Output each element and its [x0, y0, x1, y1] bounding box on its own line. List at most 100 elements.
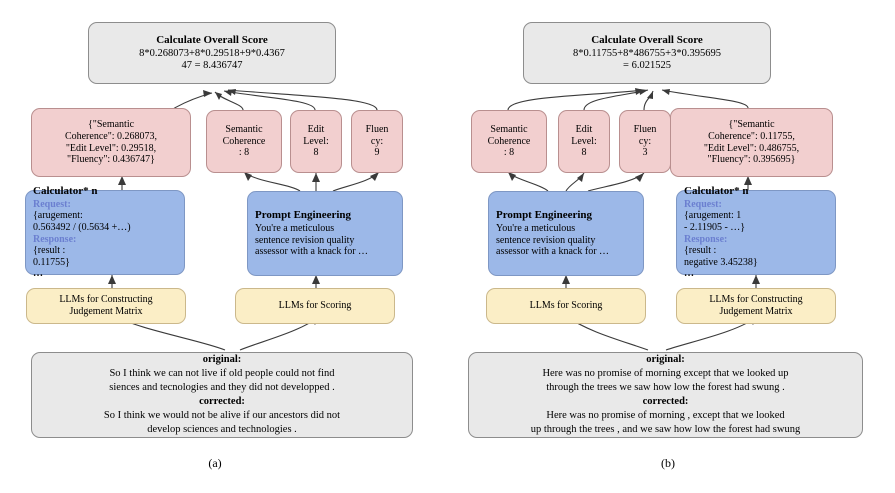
original-text1: Here was no promise of morning except th…	[542, 368, 789, 380]
calculator-response-line: Response: {result :	[684, 234, 831, 257]
request-label: Request:	[33, 198, 71, 210]
original-line1: original: Here was no promise of morning…	[479, 353, 852, 381]
overall-score-line1: 8*0.268073+8*0.29518+9*0.4367	[139, 47, 285, 59]
score-label-line1: Edit	[307, 124, 325, 136]
score-box-semantic-coherence: Semantic Coherence : 8	[206, 110, 282, 173]
prompt-title: Prompt Engineering	[255, 209, 352, 222]
sentence-pair-box: original: So I think we can not live if …	[31, 352, 413, 438]
response-label: Response:	[33, 233, 77, 245]
prompt-engineering-box: Prompt Engineering You're a meticulous s…	[247, 191, 403, 276]
matrix-json-line2: Coherence": 0.268073,	[64, 130, 158, 142]
corrected-line2: develop sciences and technologies .	[147, 423, 297, 435]
calculator-request-line2: - 2.11905 - …}	[684, 221, 746, 233]
llm-scoring-line1: LLMs for Scoring	[278, 300, 352, 312]
response-ellipsis: …	[33, 268, 43, 280]
matrix-json-line1: {"Semantic	[87, 119, 135, 131]
original-label: original:	[646, 354, 685, 366]
calculator-title: Calculator* n	[684, 185, 749, 198]
score-box-edit-level: Edit Level: 8	[290, 110, 342, 173]
llm-matrix-line1: LLMs for Constructing	[59, 294, 153, 306]
score-label-line2: cy:	[370, 135, 384, 147]
request-label: Request:	[684, 198, 722, 210]
score-label-line2: Coherence	[487, 135, 531, 147]
matrix-json-line1: {"Semantic	[728, 119, 775, 131]
llm-matrix-line2: Judgement Matrix	[69, 306, 143, 317]
corrected-line1: corrected: So I think we would not be al…	[42, 395, 402, 423]
overall-score-title: Calculate Overall Score	[591, 33, 703, 46]
response-value: negative 3.45238}	[684, 256, 758, 268]
prompt-line2: sentence revision quality	[255, 234, 355, 246]
llms-scoring-box: LLMs for Scoring	[486, 288, 646, 324]
prompt-title: Prompt Engineering	[496, 209, 593, 222]
score-label-line1: Semantic	[225, 124, 263, 136]
corrected-line1: corrected: Here was no promise of mornin…	[479, 395, 852, 423]
calculator-request-line: Request: {arugement:	[33, 199, 180, 222]
calculator-title: Calculator* n	[33, 185, 98, 198]
llm-scoring-line1: LLMs for Scoring	[529, 300, 603, 312]
matrix-json-line2: Coherence": 0.11755,	[708, 130, 795, 142]
calculator-request-line2: 0.563492 / (0.5634 +…)	[33, 221, 131, 233]
overall-score-line1: 8*0.11755+8*486755+3*0.395695	[573, 47, 721, 59]
response-label: Response:	[684, 233, 728, 245]
llms-scoring-box: LLMs for Scoring	[235, 288, 395, 324]
judgement-matrix-json-box: {"Semantic Coherence": 0.11755, "Edit Le…	[670, 108, 833, 177]
score-value: 9	[374, 147, 380, 159]
response-text: {result :	[684, 245, 717, 257]
llms-constructing-matrix-box: LLMs for Constructing Judgement Matrix	[26, 288, 186, 324]
figure-panel-a: Calculate Overall Score 8*0.268073+8*0.2…	[0, 0, 447, 493]
score-value: 8	[581, 147, 587, 159]
score-value: 8	[313, 147, 319, 159]
overall-score-title: Calculate Overall Score	[156, 33, 268, 46]
calculator-box: Calculator* n Request: {arugement: 0.563…	[25, 185, 185, 279]
calculator-response-line2: 0.11755} …	[33, 257, 180, 280]
prompt-line2: sentence revision quality	[496, 234, 596, 246]
score-box-edit-level: Edit Level: 8	[558, 110, 610, 173]
score-value: : 8	[238, 147, 250, 159]
calculate-overall-score-box: Calculate Overall Score 8*0.11755+8*4867…	[523, 22, 771, 84]
response-value: 0.11755}	[33, 256, 70, 268]
score-label-line1: Edit	[575, 124, 593, 136]
corrected-label: corrected:	[199, 396, 245, 407]
llms-constructing-matrix-box: LLMs for Constructing Judgement Matrix	[676, 288, 836, 324]
matrix-json-line4: "Fluency": 0.436747}	[67, 154, 155, 166]
original-line1: original: So I think we can not live if …	[42, 353, 402, 381]
caption-a: (a)	[208, 456, 222, 470]
corrected-text1: So I think we would not be alive if our …	[103, 409, 341, 421]
matrix-json-line3: "Edit Level": 0.486755,	[703, 142, 800, 154]
llm-matrix-line2: Judgement Matrix	[719, 306, 793, 317]
matrix-json-line4: "Fluency": 0.395695}	[707, 154, 796, 166]
response-ellipsis: …	[684, 268, 694, 280]
overall-score-line2: 47 = 8.436747	[181, 59, 243, 71]
original-line2: siences and tecnologies and they did not…	[109, 382, 335, 394]
judgement-matrix-json-box: {"Semantic Coherence": 0.268073, "Edit L…	[31, 108, 191, 177]
calculator-request-line: Request: {arugement: 1	[684, 199, 831, 222]
overall-score-line2: = 6.021525	[623, 59, 671, 71]
prompt-line3: assessor with a knack for …	[496, 246, 610, 258]
caption-b: (b)	[661, 456, 675, 470]
score-box-fluency: Fluen cy: 3	[619, 110, 671, 173]
request-text: {arugement:	[33, 210, 83, 222]
score-box-fluency: Fluen cy: 9	[351, 110, 403, 173]
score-label-line1: Fluen	[633, 124, 657, 136]
figure-panel-b: Calculate Overall Score 8*0.11755+8*4867…	[448, 0, 895, 493]
score-label-line2: cy:	[638, 135, 652, 147]
score-value: 3	[642, 147, 648, 159]
score-label-line2: Coherence	[222, 135, 266, 147]
prompt-engineering-box: Prompt Engineering You're a meticulous s…	[488, 191, 644, 276]
original-label: original:	[202, 354, 242, 366]
response-text: {result :	[33, 245, 66, 257]
calculator-response-line2: negative 3.45238} …	[684, 257, 831, 280]
calculate-overall-score-box: Calculate Overall Score 8*0.268073+8*0.2…	[88, 22, 336, 84]
prompt-line1: You're a meticulous	[255, 222, 335, 234]
score-value: : 8	[503, 147, 515, 159]
calculator-box: Calculator* n Request: {arugement: 1 - 2…	[676, 185, 836, 279]
original-text1: So I think we can not live if old people…	[109, 368, 335, 380]
prompt-line3: assessor with a knack for …	[255, 246, 369, 258]
score-label-line1: Semantic	[490, 124, 528, 136]
request-text: {arugement: 1	[684, 210, 742, 222]
matrix-json-line3: "Edit Level": 0.29518,	[65, 142, 157, 154]
corrected-label: corrected:	[642, 396, 689, 407]
original-line2: through the trees we saw how low the for…	[546, 382, 785, 394]
score-label-line2: Level:	[571, 135, 597, 147]
score-label-line1: Fluen	[365, 124, 389, 136]
